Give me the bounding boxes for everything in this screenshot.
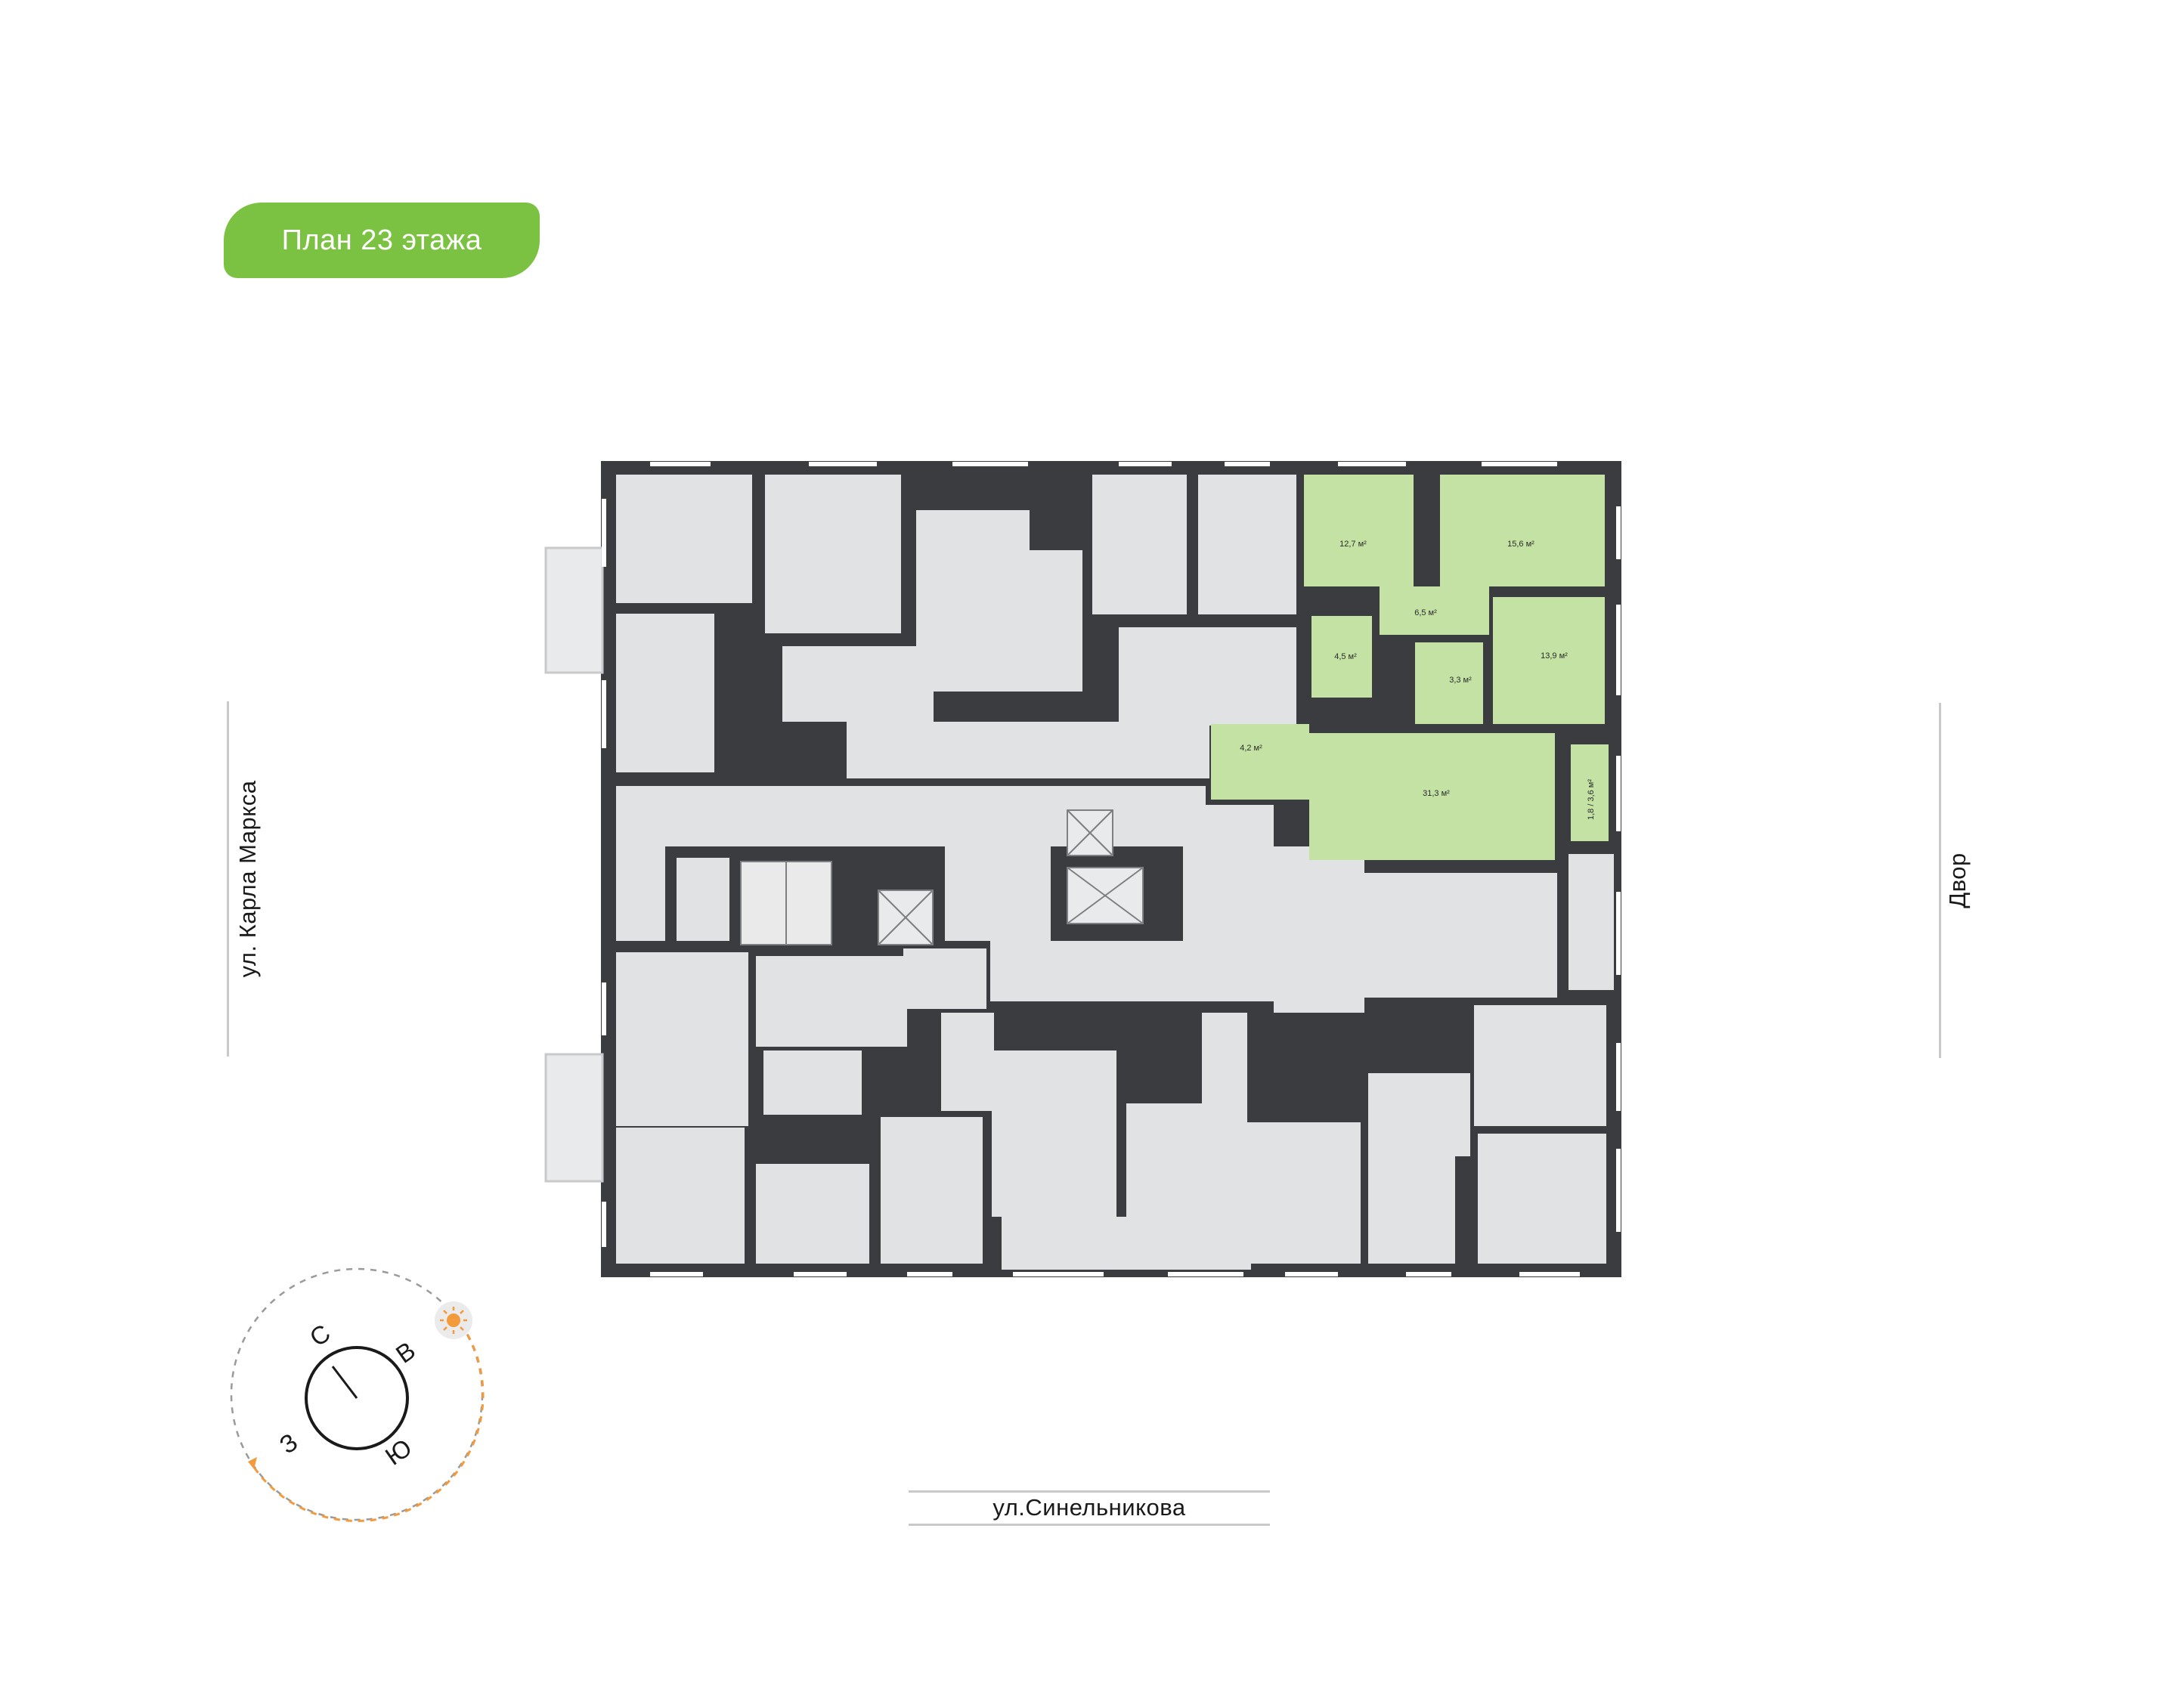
- room: [616, 1128, 745, 1264]
- elevator-1-x2: [1067, 809, 1113, 856]
- apt-bath-4-5[interactable]: [1311, 616, 1372, 698]
- room: [756, 1164, 869, 1264]
- room: [1202, 1013, 1247, 1119]
- compass-dial: [305, 1346, 409, 1450]
- apt-balcony[interactable]: [1571, 744, 1609, 841]
- compass-west: З: [274, 1428, 303, 1459]
- windows: [602, 462, 1621, 1276]
- room: [616, 846, 665, 941]
- west-street-line: [227, 701, 229, 1057]
- room: [616, 952, 748, 1126]
- room: [1368, 1073, 1470, 1156]
- apt-label: 31,3 м²: [1423, 789, 1450, 798]
- apt-hall-6-5[interactable]: [1380, 586, 1489, 635]
- room: [616, 475, 752, 603]
- apt-label: 4,5 м²: [1334, 652, 1357, 661]
- room: [782, 646, 934, 722]
- room: [765, 475, 901, 633]
- room: [1478, 1134, 1606, 1264]
- east-line: [1939, 703, 1941, 1058]
- room: [1247, 1122, 1361, 1264]
- room: [1183, 805, 1274, 960]
- room: [903, 948, 986, 1009]
- floor-plan-label: План 23 этажа: [281, 224, 482, 256]
- rooms: [616, 475, 1614, 1270]
- room: [881, 1117, 983, 1264]
- south-street-label: ул.Синельникова: [993, 1494, 1186, 1521]
- south-street-line-top: [909, 1490, 1270, 1493]
- balcony-sw: [544, 1053, 604, 1183]
- room: [916, 510, 1030, 692]
- apt-room-15-6[interactable]: [1440, 475, 1605, 586]
- elevator-2-x2: [1067, 867, 1144, 924]
- room: [1274, 846, 1364, 1013]
- room: [847, 722, 1209, 778]
- apt-label: 4,2 м²: [1240, 744, 1262, 753]
- apt-label: 6,5 м²: [1414, 608, 1437, 617]
- sun-core: [447, 1313, 460, 1327]
- room: [763, 1050, 862, 1115]
- balcony-nw: [544, 546, 604, 674]
- elevator-3-x2: [878, 890, 934, 945]
- apt-label: 13,9 м²: [1541, 651, 1568, 661]
- room: [1092, 475, 1187, 614]
- room: [616, 786, 1206, 846]
- compass-needle: [331, 1366, 358, 1399]
- room: [616, 614, 714, 772]
- room: [1568, 854, 1614, 990]
- apt-hall-4-2[interactable]: [1211, 724, 1309, 800]
- room: [1030, 550, 1082, 692]
- apt-room-12-7[interactable]: [1304, 475, 1414, 586]
- south-street-line-bottom: [909, 1524, 1270, 1526]
- apt-room-13-9[interactable]: [1493, 597, 1605, 724]
- room: [756, 956, 907, 1047]
- room: [1361, 873, 1557, 998]
- apt-label: 15,6 м²: [1507, 540, 1534, 549]
- room: [1368, 1156, 1455, 1264]
- apt-label: 12,7 м²: [1339, 540, 1367, 549]
- room: [1474, 1005, 1606, 1126]
- room: [992, 1050, 1116, 1217]
- compass-north: С: [305, 1319, 336, 1352]
- apt-bath-3-3[interactable]: [1415, 642, 1483, 724]
- selected-apartment[interactable]: [1211, 475, 1609, 860]
- apt-label: 1,8 / 3,6 м²: [1587, 779, 1596, 820]
- apt-living-31-3[interactable]: [1309, 733, 1555, 860]
- sun-path-arrow: [248, 1457, 257, 1469]
- sun-path-arc: [252, 1323, 485, 1523]
- room: [990, 941, 1277, 1001]
- room: [1119, 627, 1296, 726]
- floor-plan-badge[interactable]: План 23 этажа: [224, 203, 540, 278]
- room: [1002, 1217, 1251, 1270]
- room: [1198, 475, 1296, 614]
- room: [941, 1013, 994, 1111]
- room: [677, 858, 729, 941]
- apt-label: 3,3 м²: [1449, 676, 1472, 685]
- sun-rays: [440, 1307, 467, 1334]
- room: [945, 805, 1051, 941]
- compass: С В Ю З: [230, 1267, 485, 1523]
- room: [1126, 1103, 1247, 1217]
